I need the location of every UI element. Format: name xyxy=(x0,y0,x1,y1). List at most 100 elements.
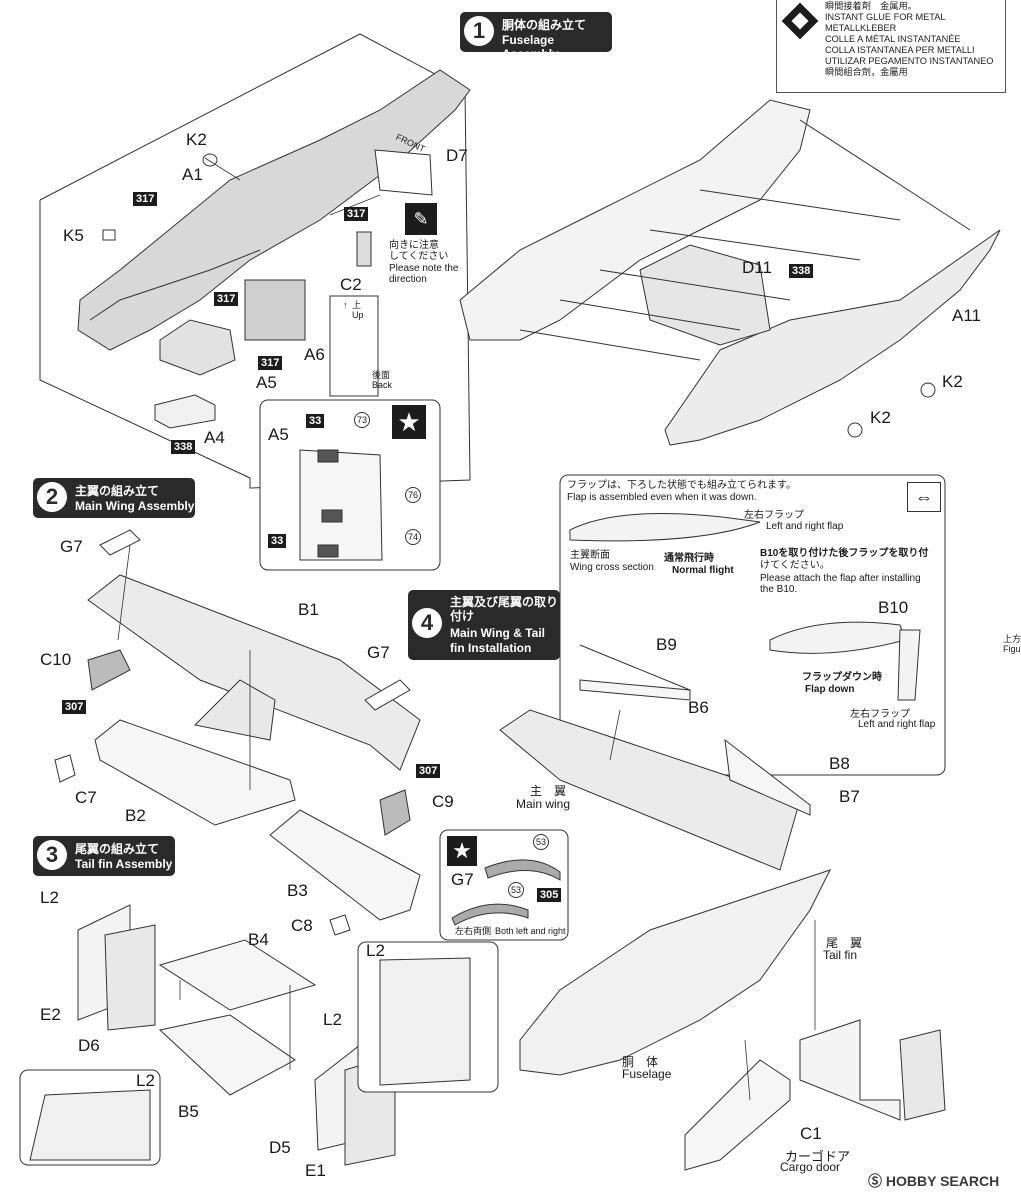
step-title-en: Fuselage Assembly xyxy=(502,33,559,61)
step-1-header: 1 胴体の組み立て Fuselage Assembly xyxy=(460,12,612,61)
fuselage-label-en: Fuselage xyxy=(622,1067,672,1081)
flap-b8 xyxy=(724,738,811,816)
part-label: B1 xyxy=(298,600,319,619)
b10-note-jp: B10を取り付けた後フラップを取り付 xyxy=(760,548,929,559)
part-label: D7 xyxy=(446,146,468,165)
part-label: K2 xyxy=(186,130,207,149)
step-title-jp: 胴体の組み立て xyxy=(502,18,587,32)
part-k2-right xyxy=(920,382,936,398)
part-label: G7 xyxy=(451,870,474,889)
step-title-en: fin Installation xyxy=(450,641,532,655)
part-d7 xyxy=(374,149,433,196)
part-label: G7 xyxy=(60,537,83,556)
part-label: B5 xyxy=(178,1102,199,1121)
up-label: Up xyxy=(352,310,364,320)
c2-detail-box xyxy=(329,295,379,397)
part-label: A5 xyxy=(268,425,289,444)
stab-b5 xyxy=(158,1014,296,1096)
b10-note-en: the B10. xyxy=(760,584,798,595)
main-wing-label-en: Main wing xyxy=(516,797,571,811)
flap-b2 xyxy=(94,719,296,826)
part-label: L2 xyxy=(40,888,59,907)
tail-installed-right xyxy=(899,1029,946,1121)
part-a4 xyxy=(154,394,216,429)
hobby-search-logo-icon: Ⓢ xyxy=(868,1173,882,1189)
part-label: B10 xyxy=(878,598,909,617)
both-sides-label-en: Both left and right xyxy=(495,926,566,936)
color-code-badge: 338 xyxy=(789,264,814,278)
part-c10 xyxy=(87,649,131,691)
part-k2-right-b xyxy=(847,422,863,438)
part-label: B2 xyxy=(125,806,146,825)
flap-label: 左右フラップ xyxy=(744,510,804,521)
part-label: D6 xyxy=(78,1036,100,1055)
part-label: L2 xyxy=(136,1071,155,1090)
fuselage-label-jp: 胴 体 xyxy=(622,1055,659,1069)
flap-label: Left and right flap xyxy=(766,521,844,532)
color-code-badge: 307 xyxy=(62,700,87,714)
glue-line: UTILIZAR PEGAMENTO INSTANTANEO xyxy=(825,56,994,66)
part-label: B4 xyxy=(248,930,269,949)
fuselage-right-upper xyxy=(459,99,811,341)
callout-number: 74 xyxy=(405,529,421,545)
part-label: K2 xyxy=(942,372,963,391)
color-code-badge: 33 xyxy=(306,414,325,428)
glue-line: 瞬間組合劑，金屬用 xyxy=(825,67,908,77)
step-number: 3 xyxy=(37,840,67,870)
flap-note-jp: フラップは、下ろした状態でも組み立てられます。 xyxy=(567,480,796,491)
color-code-badge: 338 xyxy=(171,440,196,454)
stab-b4 xyxy=(158,939,317,1011)
flap-down-label: フラップダウン時 xyxy=(802,672,882,683)
color-code-badge: 317 xyxy=(133,192,158,206)
fuselage-right-lower xyxy=(664,229,1001,446)
edge-cutoff-label: Figu xyxy=(1003,644,1021,654)
bulkhead-a6 xyxy=(244,279,306,341)
step-2-header: 2 主翼の組み立て Main Wing Assembly xyxy=(33,478,195,518)
step-number: 1 xyxy=(464,16,494,46)
flap-label: 左右フラップ xyxy=(850,709,910,720)
part-label: B3 xyxy=(287,881,308,900)
part-label: E1 xyxy=(305,1161,326,1180)
part-label: C10 xyxy=(40,650,72,669)
star-icon: ★ xyxy=(392,405,426,439)
back-label: Back xyxy=(372,380,393,390)
part-label: B9 xyxy=(656,635,677,654)
part-label: D5 xyxy=(269,1138,291,1157)
step-title-en: Main Wing Assembly xyxy=(75,499,195,513)
tail-installed-left xyxy=(799,1019,901,1121)
edge-cutoff-label: 上方 xyxy=(1003,634,1021,644)
direction-note-jp: 向きに注意 xyxy=(389,240,439,251)
tail-fin-label-en: Tail fin xyxy=(823,948,858,962)
callout-number: 53 xyxy=(533,834,549,850)
part-label: C2 xyxy=(340,275,362,294)
direction-note-en: Please note the xyxy=(389,263,459,274)
cargo-door-label-jp: カーゴドア xyxy=(785,1149,851,1164)
b10-note-jp: けてください。 xyxy=(760,560,830,571)
glue-line: INSTANT GLUE FOR METAL xyxy=(825,12,946,22)
flap-label: Left and right flap xyxy=(858,719,936,730)
part-label: A1 xyxy=(182,165,203,184)
step-title-en: Main Wing & Tail xyxy=(450,626,545,640)
part-c7 xyxy=(54,754,76,783)
color-code-badge: 307 xyxy=(416,764,441,778)
both-sides-label-jp: 左右両側 xyxy=(455,926,492,936)
step-title-jp: 主翼及び尾翼の取り付け xyxy=(450,595,559,623)
seat-a5 xyxy=(159,319,236,376)
fuselage-half-a1 xyxy=(77,69,471,351)
fuselage-installed xyxy=(519,869,831,1076)
up-label: 上 xyxy=(352,300,362,310)
flap-b9 xyxy=(579,679,691,701)
flap-b3 xyxy=(269,809,421,921)
part-label: B7 xyxy=(839,787,860,806)
step-number: 4 xyxy=(412,608,442,638)
b10-note-en: Please attach the flap after installing xyxy=(760,573,921,584)
normal-flight-label: Normal flight xyxy=(672,565,734,576)
flap-down-label: Flap down xyxy=(805,684,855,695)
part-label: C8 xyxy=(291,916,313,935)
main-wing-label-jp: 主 翼 xyxy=(530,784,567,798)
tail-d6 xyxy=(104,924,156,1031)
star-icon: ★ xyxy=(447,836,477,866)
wing-section-label: Wing cross section xyxy=(570,562,654,573)
watermark-text: HOBBY SEARCH xyxy=(885,1173,1000,1189)
